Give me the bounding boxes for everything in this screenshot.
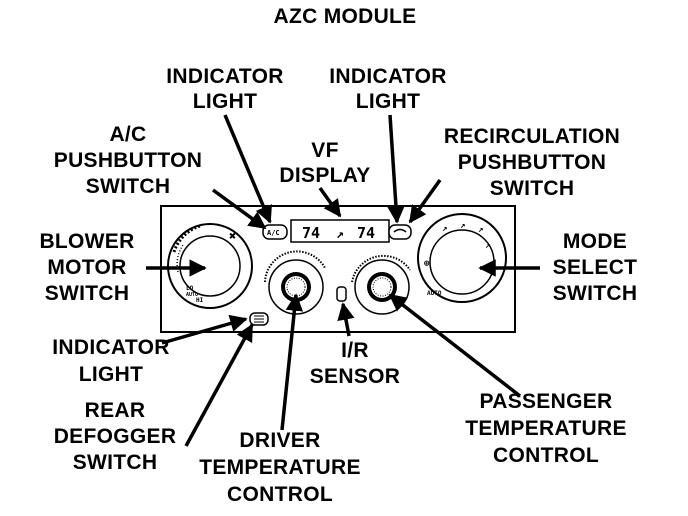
mode-face-icon: ↗ xyxy=(442,224,447,234)
blower-auto-text: AUTO xyxy=(186,292,198,298)
ac-button-text: A/C xyxy=(267,229,280,237)
diagram-title: AZC MODULE xyxy=(273,5,417,28)
arrow-passenger-temp xyxy=(388,293,522,398)
arrow-rear-defogger xyxy=(184,323,254,447)
recirculation-icon xyxy=(393,228,407,233)
arrow-indicator-light-2 xyxy=(387,114,405,224)
mode-floor-icon: ↗ xyxy=(460,221,465,231)
display-right-temp: 74 xyxy=(357,224,375,242)
display-fan-icon: ↗ xyxy=(336,227,344,242)
ac-pushbutton[interactable] xyxy=(262,224,288,240)
mode-select-knob[interactable]: ↗ ↗ ↗ ↗ ⊕ xyxy=(417,213,507,303)
arrow-driver-temp xyxy=(280,293,304,431)
recirculation-pushbutton[interactable] xyxy=(388,224,412,240)
mode-auto-text: AUTO xyxy=(427,290,442,297)
arrow-recirculation xyxy=(408,178,442,224)
blower-lo-text: LO xyxy=(186,285,194,292)
mode-bilevel-icon: ↗ xyxy=(485,241,490,251)
arrow-ir-sensor xyxy=(337,302,355,337)
arrow-ac-pushbutton xyxy=(211,188,267,230)
fan-icon: ✖ xyxy=(229,229,236,243)
mode-defrost-front-icon: ⊕ xyxy=(424,259,430,269)
ir-sensor-window xyxy=(336,286,347,302)
arrow-indicator-light-1 xyxy=(223,114,272,224)
arrow-vf-display xyxy=(318,186,342,218)
display-left-temp: 74 xyxy=(302,224,320,242)
blower-hi-text: HI xyxy=(196,297,204,304)
leader-arrows xyxy=(146,114,540,447)
mode-defrost-icon: ↗ xyxy=(478,225,483,235)
arrow-indicator-light-3 xyxy=(161,314,248,345)
blower-motor-knob[interactable]: ✖ xyxy=(167,223,253,309)
